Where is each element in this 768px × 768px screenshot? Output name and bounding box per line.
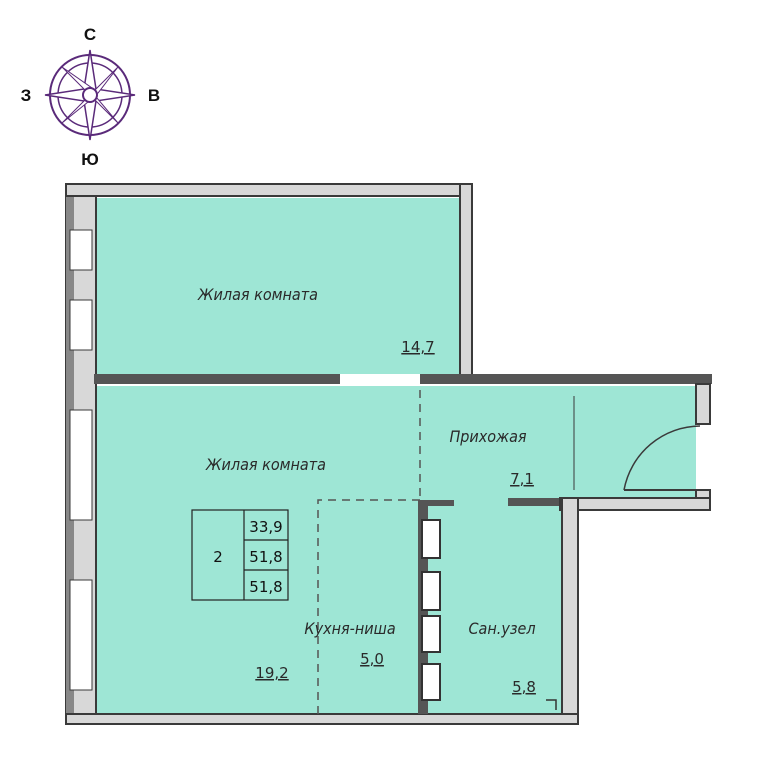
top-wall (65, 183, 473, 197)
bath-vent-icon (546, 699, 557, 710)
room1-right-wall (459, 183, 473, 377)
hall-bottom-wall (559, 497, 711, 511)
kitchen-niche-outline (317, 499, 420, 714)
rooms-count: 2 (213, 548, 223, 566)
partition-right (420, 374, 712, 384)
kitchen-cabinets (421, 519, 441, 701)
room-area-hall: 7,1 (510, 470, 534, 488)
compass-west-label: З (21, 86, 32, 105)
left-exterior-wall (65, 183, 97, 725)
room-label-living-2: Жилая комната (205, 455, 326, 474)
compass-north-label: С (84, 25, 96, 44)
room-area-bath: 5,8 (512, 678, 536, 696)
room-label-hall: Прихожая (449, 427, 526, 446)
entrance-door-swing (623, 425, 701, 491)
room-area-living-1: 14,7 (401, 338, 434, 356)
bottom-wall (65, 713, 579, 725)
total-area-value-2: 51,8 (249, 578, 282, 596)
room-area-living-2: 19,2 (255, 664, 288, 682)
room-label-kitchen: Кухня-ниша (304, 619, 395, 638)
bath-right-wall (561, 497, 579, 725)
living-room-1-floor (96, 198, 462, 374)
total-area-value: 51,8 (249, 548, 282, 566)
partition-left (94, 374, 340, 384)
room-label-bath: Сан.узел (468, 619, 535, 638)
living-room-2-floor (96, 498, 566, 714)
living-area-value: 33,9 (249, 518, 282, 536)
partition-cap (428, 500, 454, 506)
room-label-living-1: Жилая комната (197, 285, 318, 304)
compass-icon (44, 49, 136, 141)
summary-table (191, 509, 289, 601)
entrance-wall-top (695, 383, 711, 425)
hall-floor (96, 386, 696, 500)
room-area-kitchen: 5,0 (360, 650, 384, 668)
compass-east-label: В (148, 86, 160, 105)
compass-south-label: Ю (81, 150, 99, 169)
bath-top-wall (508, 498, 560, 506)
